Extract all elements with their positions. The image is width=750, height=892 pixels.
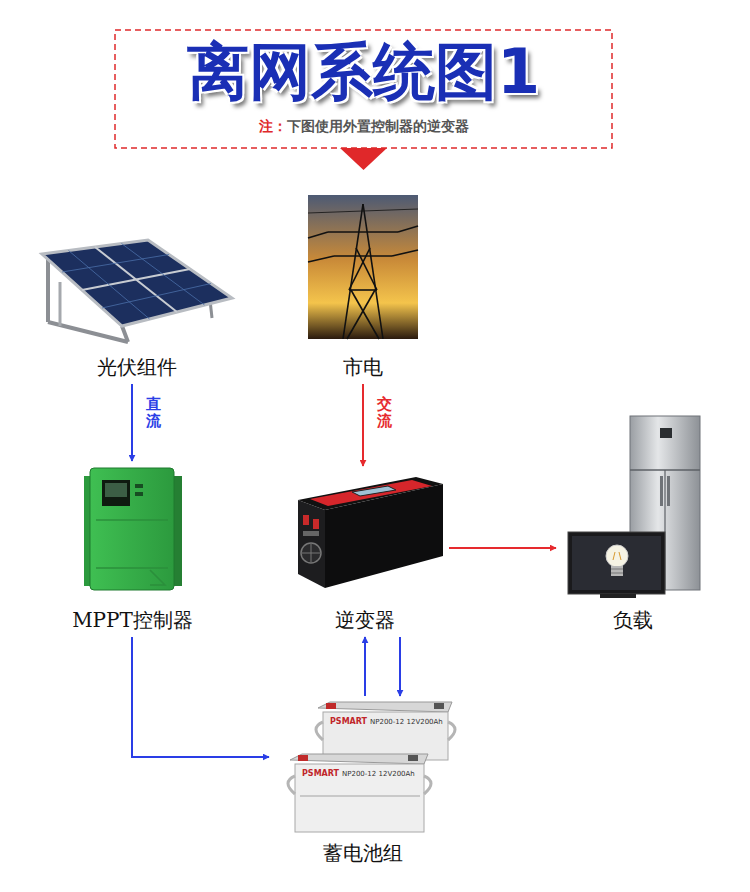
connector-arrow (362, 384, 364, 466)
note-row: 注：下图使用外置控制器的逆变器 (115, 116, 612, 136)
inverter-picture (298, 477, 443, 588)
note-text: 下图使用外置控制器的逆变器 (287, 116, 469, 136)
edge-label: 交流 (377, 396, 392, 429)
title-frame (115, 30, 612, 170)
connector-arrow (364, 637, 366, 696)
component-node: 市电 (307, 194, 419, 380)
solar-panel-picture (42, 240, 232, 342)
battery-bank-picture (288, 702, 455, 832)
note-text: 注： (259, 116, 287, 136)
connector-arrow (449, 547, 556, 549)
battery-marking: NP200-12 12V200Ah (370, 719, 443, 726)
battery-marking: PSMART (330, 718, 367, 726)
load-picture (568, 416, 700, 598)
node-caption: 市电 (343, 354, 383, 380)
component-node: 负载 (560, 412, 705, 633)
battery-marking: PSMART (302, 770, 339, 778)
node-caption: 逆变器 (335, 607, 395, 633)
component-node: 光伏组件 (37, 236, 237, 380)
node-caption: MPPT控制器 (72, 607, 193, 633)
diagram-title: 离网系统图1 (115, 34, 612, 110)
node-caption: 负载 (613, 607, 653, 633)
node-caption: 光伏组件 (97, 354, 177, 380)
component-node: MPPT控制器 (68, 465, 197, 633)
connector-arrow (131, 384, 133, 461)
power-tower-picture (308, 195, 418, 339)
mppt-controller-picture (84, 468, 182, 590)
connector-arrow (132, 637, 269, 757)
node-caption: 蓄电池组 (323, 840, 403, 866)
connector-arrow (399, 637, 401, 696)
edge-label: 直流 (146, 396, 161, 429)
battery-marking: NP200-12 12V200Ah (342, 771, 415, 778)
component-node: 逆变器 (285, 470, 445, 633)
